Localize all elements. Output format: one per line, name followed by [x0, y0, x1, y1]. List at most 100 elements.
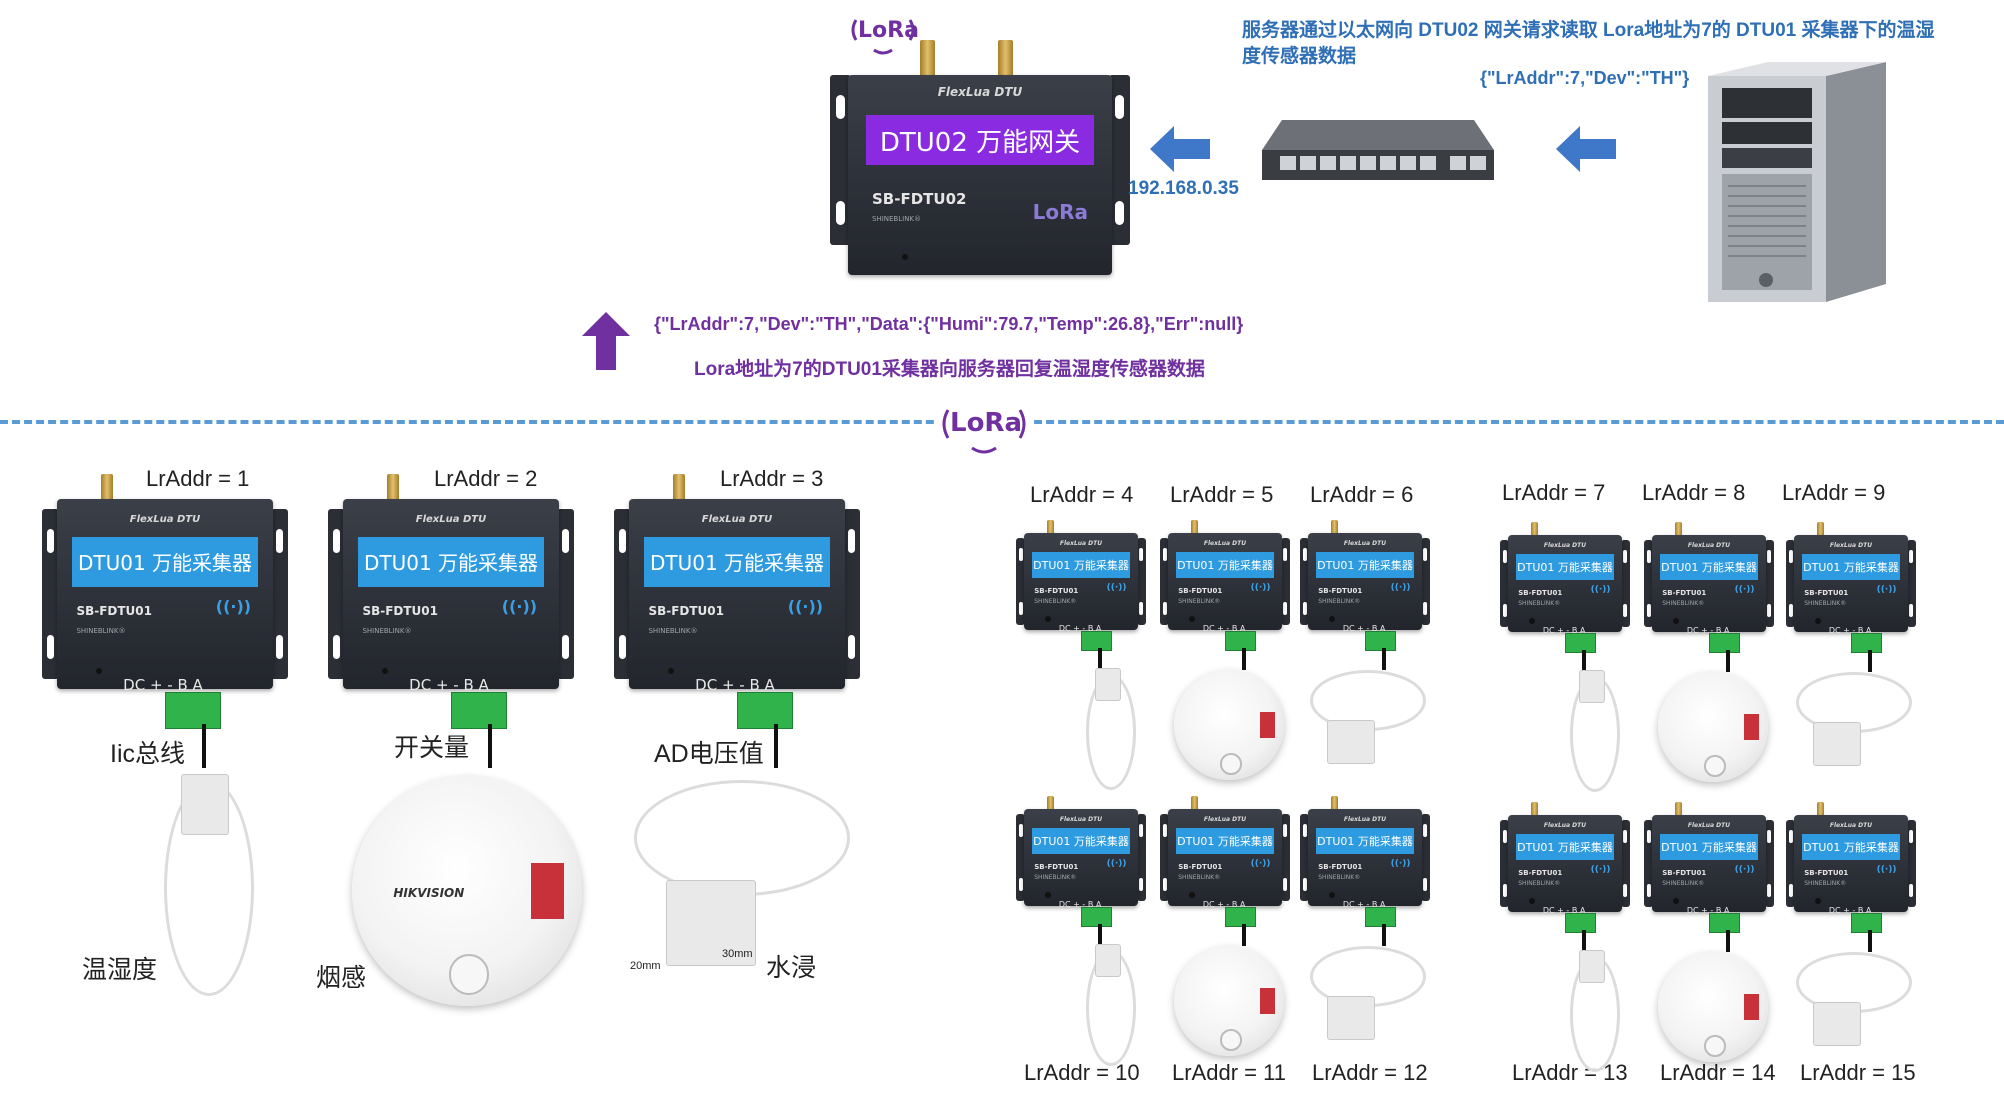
collector-sub: SHINEBLINK®: [1178, 598, 1221, 606]
mount-flange: [1136, 813, 1146, 901]
collector-banner: DTU01 万能采集器: [643, 536, 831, 587]
terminal-label: DC + - B A: [1342, 623, 1386, 633]
response-description: Lora地址为7的DTU01采集器向服务器回复温湿度传感器数据: [694, 359, 1205, 380]
request-description: 服务器通过以太网向 DTU02 网关请求读取 Lora地址为7的 DTU01 采…: [1242, 20, 1935, 67]
power-led: [1328, 892, 1335, 899]
antenna: [1331, 796, 1338, 817]
connection-wire: [1098, 648, 1102, 670]
collector-banner: DTU01 万能采集器: [1315, 552, 1415, 578]
wifi-icon: ((·)): [1734, 864, 1755, 875]
water-leak-probe: [1813, 722, 1861, 766]
lora-logo-top: LoRa: [848, 12, 919, 58]
wifi-icon: ((·)): [501, 596, 538, 616]
terminal-block: [1225, 906, 1256, 927]
up-arrow-icon: [582, 312, 630, 370]
terminal-label: DC + - B A: [1542, 905, 1586, 915]
terminal-block: [1081, 630, 1112, 651]
bus-type-label: AD电压值: [654, 740, 764, 768]
connection-wire: [1242, 648, 1246, 670]
lora-logo-text: LoRa: [858, 18, 919, 43]
collector-body: [1793, 534, 1909, 633]
mount-flange: [1300, 537, 1310, 625]
connection-wire: [1726, 650, 1730, 672]
temp-humidity-probe: [1579, 950, 1605, 983]
wifi-icon: ((·)): [1876, 864, 1897, 875]
lora-address-label: LrAddr = 9: [1782, 480, 1886, 505]
mount-flange: [1786, 539, 1796, 627]
collector-model: SB-FDTU01: [1804, 588, 1849, 597]
wifi-icon: ((·)): [1390, 582, 1411, 593]
mount-flange: [1764, 539, 1774, 627]
smoke-label-tag: [1259, 987, 1276, 1015]
collector-body: [1651, 534, 1767, 633]
terminal-block: [1851, 912, 1882, 933]
terminal-block: [1709, 632, 1740, 653]
terminal-block: [165, 692, 222, 729]
collector-body: [1507, 814, 1623, 913]
sensor-type-label: 水浸: [766, 954, 817, 982]
terminal-block: [1225, 630, 1256, 651]
smoke-detector: [1174, 946, 1284, 1056]
smoke-test-button: [448, 953, 490, 995]
gateway-banner: DTU02 万能网关: [866, 115, 1094, 165]
terminal-block: [1365, 630, 1396, 651]
terminal-block: [451, 692, 508, 729]
wifi-icon: ((·)): [1876, 584, 1897, 595]
lora-logo-text: LoRa: [950, 408, 1022, 438]
collector-sub: SHINEBLINK®: [1178, 874, 1221, 882]
collector-model: SB-FDTU01: [1178, 862, 1223, 871]
lora-address-label: LrAddr = 2: [434, 466, 538, 491]
power-led: [382, 668, 389, 674]
terminal-label: DC + - B A: [1828, 905, 1872, 915]
lora-address-label: LrAddr = 10: [1024, 1060, 1140, 1085]
connection-wire: [1382, 648, 1386, 670]
collector-body: [1507, 534, 1623, 633]
terminal-block: [1565, 632, 1596, 653]
wifi-icon: ((·)): [1106, 858, 1127, 869]
lora-address-label: LrAddr = 14: [1660, 1060, 1776, 1085]
connection-wire: [1582, 930, 1586, 952]
ethernet-switch: [1262, 112, 1494, 188]
terminal-label: DC + - B A: [695, 676, 775, 694]
lora-address-label: LrAddr = 11: [1172, 1060, 1286, 1085]
mount-flange: [1786, 819, 1796, 907]
collector-sub: SHINEBLINK®: [1518, 880, 1561, 888]
wifi-icon: ((·)): [1390, 858, 1411, 869]
mount-flange: [1420, 537, 1430, 625]
gateway-brand: FlexLua DTU: [937, 85, 1023, 99]
collector-banner: DTU01 万能采集器: [1175, 552, 1275, 578]
mount-flange: [1644, 539, 1654, 627]
collector-model: SB-FDTU01: [1318, 586, 1363, 595]
connection-wire: [1098, 924, 1102, 946]
lora-address-label: LrAddr = 6: [1310, 482, 1414, 507]
mount-flange: [1016, 813, 1026, 901]
antenna: [1191, 796, 1198, 817]
collector-model: SB-FDTU01: [648, 604, 724, 618]
terminal-label: DC + - B A: [1202, 899, 1246, 909]
water-leak-probe: [666, 880, 756, 966]
power-led: [1044, 616, 1051, 623]
power-led: [668, 668, 675, 674]
lora-address-label: LrAddr = 8: [1642, 480, 1746, 505]
terminal-block: [1709, 912, 1740, 933]
water-leak-probe: [1813, 1002, 1861, 1046]
power-led: [1672, 898, 1679, 905]
collector-brand: FlexLua DTU: [701, 514, 773, 525]
collector-sub: SHINEBLINK®: [76, 626, 126, 635]
gateway-model: SB-FDTU02: [872, 190, 967, 208]
left-arrow-icon: [1556, 126, 1616, 172]
collector-banner: DTU01 万能采集器: [1315, 828, 1415, 854]
antenna: [1817, 802, 1824, 823]
smoke-detector: HIKVISION: [352, 776, 582, 1006]
antenna: [1531, 802, 1538, 823]
collector-sub: SHINEBLINK®: [362, 626, 412, 635]
connection-wire: [774, 724, 778, 768]
collector-brand: FlexLua DTU: [1687, 542, 1731, 550]
terminal-block: [1081, 906, 1112, 927]
